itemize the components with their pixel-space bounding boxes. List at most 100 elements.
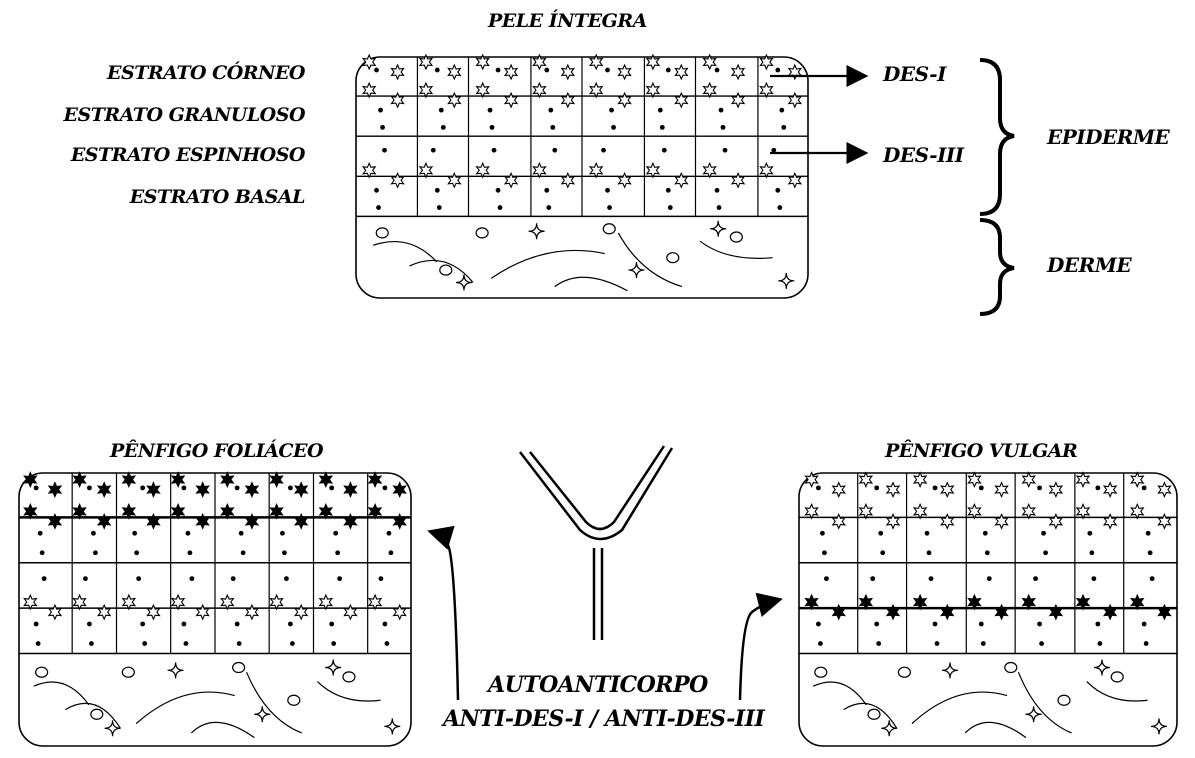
nucleus-dot [335, 550, 341, 556]
desmoglein-star [560, 63, 576, 81]
bound-desmoglein-star [293, 513, 309, 530]
desmoglein-star [532, 161, 547, 179]
nucleus-dot [932, 621, 938, 627]
desmoglein-star [617, 171, 632, 189]
skin-diagram-foliaceus [18, 471, 412, 747]
collagen-fiber [843, 702, 898, 729]
bound-desmoglein-star [170, 503, 186, 520]
bound-desmoglein-star [269, 471, 284, 488]
desmoglein-star [503, 63, 519, 81]
desmoglein-star [532, 53, 547, 71]
nucleus-dot [1141, 621, 1147, 627]
bound-desmoglein-star [885, 603, 901, 621]
nucleus-dot [382, 147, 387, 153]
dermis-cell [729, 231, 743, 243]
desmoglein-star [1157, 513, 1172, 530]
nucleus-dot [33, 621, 39, 627]
desmoglein-star [392, 603, 407, 621]
nucleus-dot [1141, 485, 1147, 491]
desmoglein-star [1021, 503, 1037, 520]
nucleus-dot [986, 576, 992, 582]
title-pemphigus-vulgaris: PÊNFIGO VULGAR [885, 440, 1078, 462]
nucleus-dot [722, 147, 728, 153]
dermis-cell [1057, 694, 1071, 706]
nucleus-dot [491, 147, 497, 153]
label-stratum-corneum: ESTRATO CÓRNEO [106, 62, 306, 84]
dermis-sparkle [1150, 718, 1168, 735]
nucleus-dot [434, 67, 440, 73]
desmoglein-star [146, 603, 161, 621]
nucleus-dot [284, 576, 289, 582]
nucleus-dot [333, 530, 339, 536]
nucleus-dot [384, 641, 390, 646]
desmoglein-star [447, 63, 462, 81]
nucleus-dot [978, 485, 984, 491]
desmoglein-star [730, 91, 746, 109]
dermis-cell [287, 694, 301, 706]
collagen-fiber [490, 249, 605, 279]
desmoglein-star [730, 171, 746, 189]
desmoglein-star [390, 63, 405, 81]
desmoglein-star [588, 161, 604, 179]
desmoglein-star [475, 53, 490, 71]
nucleus-dot [91, 530, 96, 536]
collagen-fiber [190, 721, 255, 739]
nucleus-dot [288, 485, 293, 491]
bound-desmoglein-star [367, 471, 383, 488]
label-anti-des: ANTI-DES-I / ANTI-DES-III [443, 706, 765, 732]
nucleus-dot [924, 530, 930, 536]
desmoglein-star [447, 91, 462, 109]
nucleus-dot [234, 485, 240, 491]
desmoglein-star [831, 481, 847, 498]
bound-desmoglein-star [293, 481, 309, 498]
nucleus-dot [980, 641, 986, 646]
nucleus-dot [926, 550, 932, 556]
nucleus-dot [718, 107, 724, 113]
brace-epidermis [979, 58, 1015, 216]
desmoglein-star [588, 81, 604, 99]
nucleus-dot [659, 124, 665, 130]
skin-diagram-intact [355, 53, 809, 299]
skin-outline [798, 472, 1178, 747]
nucleus-dot [1039, 641, 1044, 646]
desmoglein-star [560, 91, 576, 109]
nucleus-dot [1095, 485, 1101, 491]
bound-desmoglein-star [72, 471, 87, 488]
label-des-1: DES-I [883, 62, 946, 86]
desmoglein-star [787, 171, 803, 189]
bound-desmoglein-star [146, 481, 161, 498]
nucleus-dot [609, 107, 614, 113]
desmoglein-star [804, 471, 819, 488]
nucleus-dot [487, 107, 493, 113]
antibody-icon [519, 445, 674, 640]
collagen-fiber [554, 276, 628, 292]
desmoglein-star [759, 161, 774, 179]
bound-desmoglein-star [392, 481, 407, 498]
nucleus-dot [140, 485, 146, 491]
nucleus-dot [234, 621, 240, 627]
collagen-fiber [135, 691, 235, 725]
bound-desmoglein-star [1102, 603, 1118, 621]
desmoglein-star [759, 81, 774, 99]
desmoglein-star [532, 81, 547, 99]
desmoglein-star [645, 81, 661, 99]
nucleus-dot [495, 187, 501, 193]
nucleus-dot [544, 187, 550, 193]
desmoglein-star [367, 593, 383, 611]
nucleus-dot [440, 124, 446, 130]
nucleus-dot [497, 205, 503, 210]
desmoglein-star [645, 161, 661, 179]
desmoglein-star [912, 503, 928, 520]
desmoglein-star [994, 481, 1009, 498]
bound-desmoglein-star [220, 471, 235, 488]
label-stratum-spinosum: ESTRATO ESPINHOSO [70, 144, 306, 166]
collagen-fiber [245, 671, 302, 734]
collagen-fiber [699, 240, 773, 259]
desmoglein-star [560, 171, 576, 189]
desmoglein-star [418, 81, 434, 99]
bound-desmoglein-star [146, 513, 161, 530]
nucleus-dot [1147, 550, 1153, 556]
nucleus-dot [876, 641, 882, 646]
desmoglein-star [475, 161, 490, 179]
bound-desmoglein-star [170, 471, 186, 488]
